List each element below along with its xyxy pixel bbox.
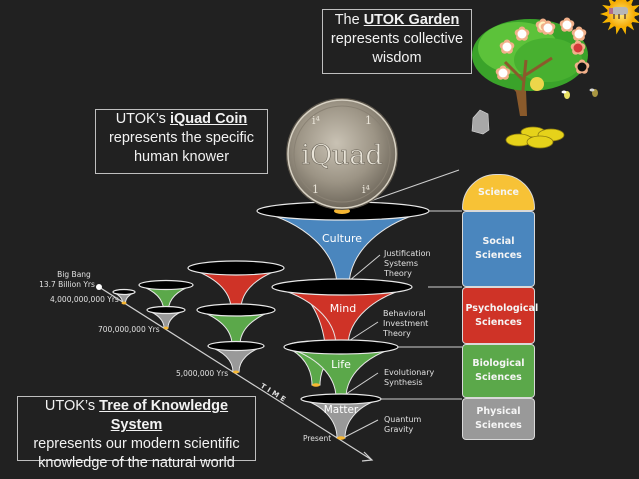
funnel-5m-life [196, 303, 276, 347]
funnel-label-mind: Mind [329, 302, 357, 315]
timeline-700-million: 700,000,000 Yrs [98, 325, 160, 334]
iquad-coin: iQuad i⁴ 1 1 i⁴ [286, 98, 398, 210]
utok-garden-caption: The UTOK Garden represents collective wi… [322, 9, 472, 74]
iquad-coin-caption: UTOK’s iQuad Coin represents the specifi… [95, 109, 268, 174]
sciences-stack: Science Social Sciences Psychological Sc… [462, 174, 538, 440]
psychological-sciences-block: Psychological Sciences [462, 287, 538, 344]
rock-icon [471, 109, 490, 135]
coin-corner-tr: 1 [365, 114, 372, 127]
funnel-label-life: Life [331, 358, 351, 371]
funnel-700m-life [138, 279, 194, 312]
funnel-node [121, 301, 127, 305]
coins-icon [505, 126, 565, 149]
bee-icon [561, 88, 598, 99]
sun-elephant-icon [600, 0, 639, 35]
social-sciences-block: Social Sciences [462, 211, 535, 287]
coin-corner-bl: 1 [312, 183, 319, 196]
funnel-4-billion-matter [112, 288, 136, 305]
timeline-5-million: 5,000,000 Yrs [176, 369, 229, 378]
funnel-node [233, 370, 239, 374]
tree-flower [570, 40, 586, 55]
tree-flower [571, 26, 587, 41]
funnel-5m-matter [207, 340, 265, 374]
big-bang-dot [96, 284, 102, 290]
funnel-matter [300, 393, 382, 440]
funnel-node [312, 383, 320, 387]
tree-flower [574, 59, 590, 74]
coin-text: iQuad [301, 140, 383, 171]
tree-flower [540, 20, 556, 35]
funnel-label-matter: Matter [323, 404, 359, 416]
coin-corner-tl: i⁴ [312, 114, 321, 127]
time-axis-label: TIME [259, 382, 290, 405]
tree-flower [495, 65, 511, 80]
timeline-big-bang: Big Bang 13.7 Billion Yrs [39, 270, 95, 289]
tree-of-knowledge-title: Tree of Knowledge System [99, 398, 229, 433]
funnel-700m-matter [146, 305, 186, 330]
funnel-label-culture: Culture [321, 232, 363, 245]
theory-label-life: Evolutionary Synthesis [384, 368, 435, 387]
tree-flower [499, 39, 515, 54]
utok-garden-title: UTOK Garden [363, 12, 460, 28]
tree-icon [472, 17, 590, 116]
timeline-axis [96, 284, 374, 462]
theory-label-mind: Behavioral Investment Theory [383, 309, 429, 338]
science-dome: Science [462, 174, 535, 211]
funnel-life [283, 339, 399, 401]
timeline-present: Present [303, 434, 332, 443]
timeline-4-billion: 4,000,000,000 Yrs [50, 295, 119, 304]
tree-of-knowledge-caption: UTOK’s Tree of Knowledge System represen… [17, 396, 256, 471]
iquad-coin-title: iQuad Coin [169, 111, 248, 127]
theory-label-culture: Justification Systems Theory [384, 249, 431, 278]
funnel-node [337, 436, 345, 440]
tree-flower [559, 17, 575, 32]
funnel-node [163, 326, 169, 330]
physical-sciences-block: Physical Sciences [462, 398, 535, 440]
tree-flower [514, 26, 530, 41]
theory-label-matter: Quantum Gravity [384, 415, 422, 434]
coin-corner-br: i⁴ [362, 183, 371, 196]
biological-sciences-block: Biological Sciences [462, 344, 535, 398]
